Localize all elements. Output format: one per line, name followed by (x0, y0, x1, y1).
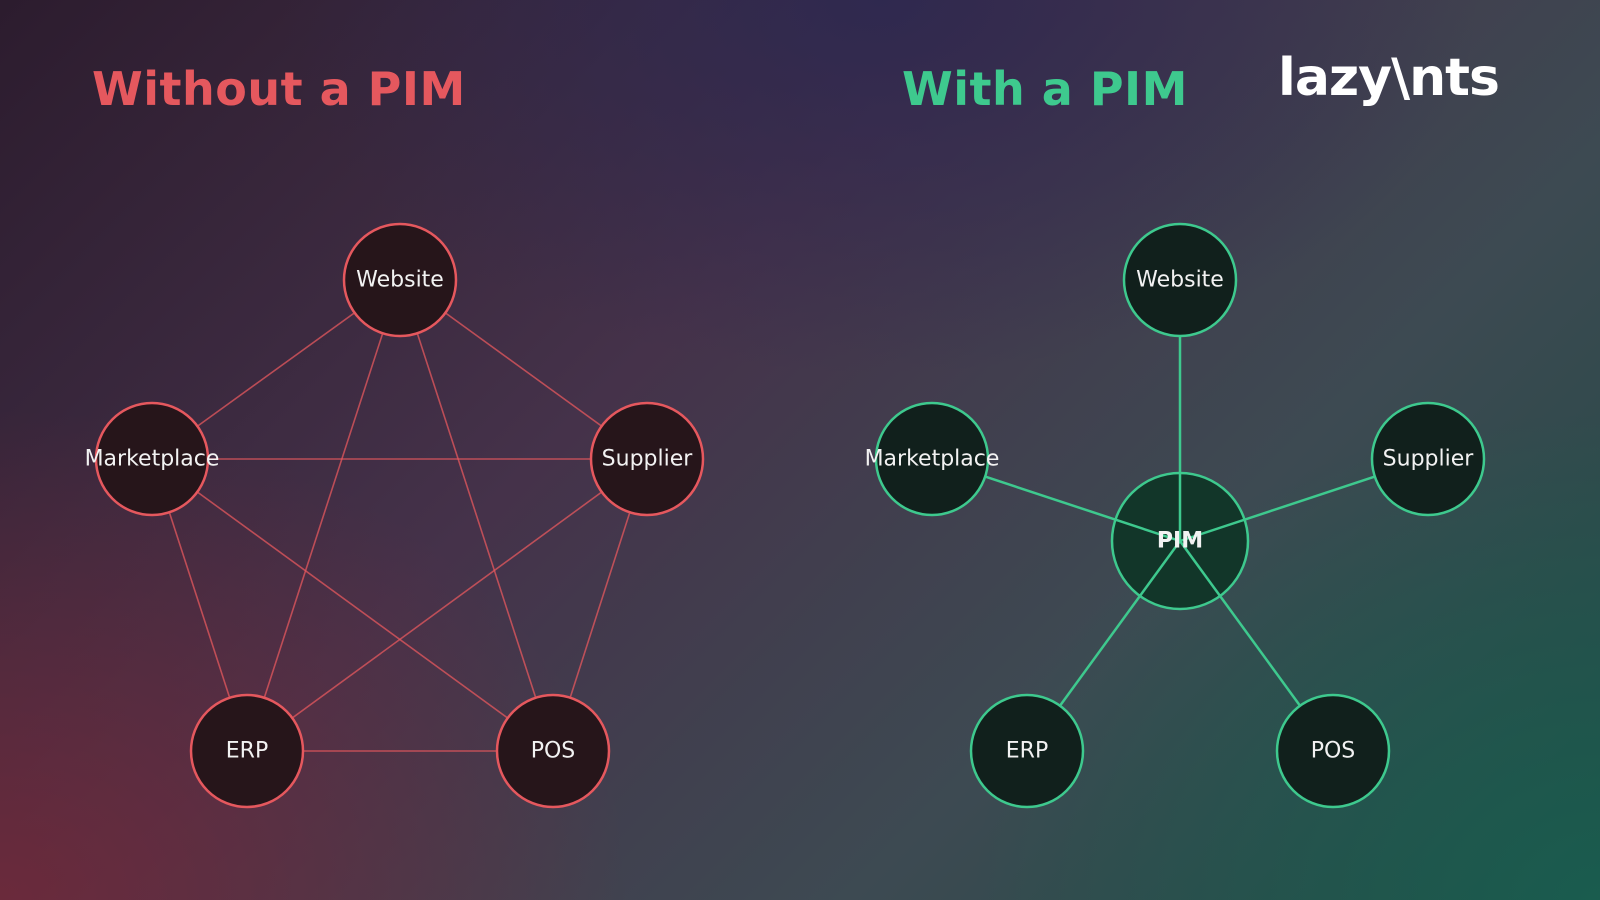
with-node-circle-pos (1275, 693, 1391, 809)
without-node-circle-pos (495, 693, 611, 809)
without-node-label-pos: POS (531, 739, 576, 764)
without-node-supplier: Supplier (589, 401, 705, 517)
with-node-label-website: Website (1136, 268, 1224, 293)
without-node-website: Website (342, 222, 458, 338)
with-edge-pim-erp (1058, 540, 1182, 707)
without-edge-supplier-erp (246, 458, 648, 752)
with-pim-edges (984, 336, 1376, 707)
without-node-circle-marketplace (94, 401, 210, 517)
with-edge-pim-supplier (1179, 475, 1376, 543)
with-node-label-supplier: Supplier (1383, 447, 1475, 472)
without-pim-title: Without a PIM (92, 62, 466, 116)
with-edge-pim-marketplace (984, 475, 1181, 543)
without-edge-marketplace-pos (151, 458, 554, 752)
without-node-circle-website (342, 222, 458, 338)
with-node-label-erp: ERP (1006, 739, 1048, 764)
without-edge-website-erp (246, 279, 401, 752)
lazyants-logo: lazy\nts (1278, 48, 1500, 108)
without-node-pos: POS (495, 693, 611, 809)
with-node-circle-erp (969, 693, 1085, 809)
without-pim-edges (151, 279, 648, 752)
with-pim-title: With a PIM (902, 62, 1188, 116)
without-node-circle-supplier (589, 401, 705, 517)
with-node-label-marketplace: Marketplace (865, 447, 1000, 472)
without-node-erp: ERP (189, 693, 305, 809)
with-node-label-pos: POS (1311, 739, 1356, 764)
with-node-circle-marketplace (874, 401, 990, 517)
without-node-marketplace: Marketplace (85, 401, 220, 517)
without-node-circle-erp (189, 693, 305, 809)
without-node-label-marketplace: Marketplace (85, 447, 220, 472)
pim-hub-label: PIM (1157, 529, 1203, 554)
without-node-label-website: Website (356, 268, 444, 293)
without-edge-website-pos (399, 279, 554, 752)
with-node-circle-supplier (1370, 401, 1486, 517)
without-node-label-supplier: Supplier (602, 447, 694, 472)
with-edge-pim-pos (1178, 540, 1302, 707)
without-node-label-erp: ERP (226, 739, 268, 764)
